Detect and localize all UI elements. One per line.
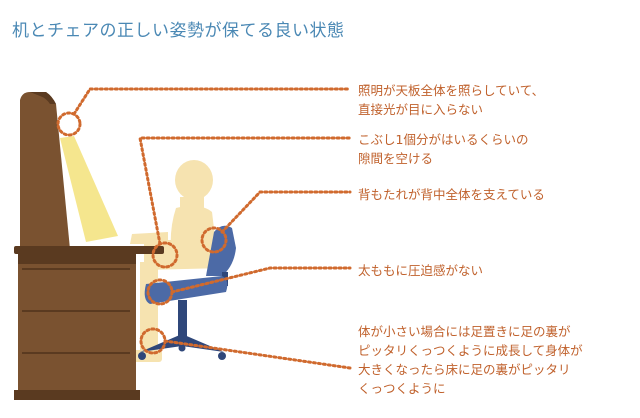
callout-marker-gap [151, 241, 179, 269]
callout-marker-light [56, 111, 82, 137]
callout-note-thigh: 太ももに圧迫感がない [358, 263, 484, 278]
leader-line-thigh [170, 266, 352, 294]
study-desk [14, 92, 164, 400]
leader-line-light [72, 87, 352, 116]
leader-line-gap [138, 136, 352, 246]
lamp-light-beam [60, 136, 118, 242]
page-title: 机とチェアの正しい姿勢が保てる良い状態 [12, 21, 345, 41]
leader-line-feet [163, 339, 352, 370]
callout-note-gap: こぶし1個分がはいるくらいの 隙間を空ける [358, 132, 529, 166]
callout-note-backrest: 背もたれが背中全体を支えている [358, 187, 545, 202]
callout-note-light: 照明が天板全体を照らしていて、 直接光が目に入らない [358, 83, 545, 117]
callout-note-feet: 体が小さい場合には足置きに足の裏が ピッタリくっつくように成長して身体が 大きく… [358, 324, 583, 396]
leader-line-backrest [220, 190, 352, 234]
callout-leaders [56, 87, 352, 370]
callout-marker-backrest [200, 226, 228, 254]
